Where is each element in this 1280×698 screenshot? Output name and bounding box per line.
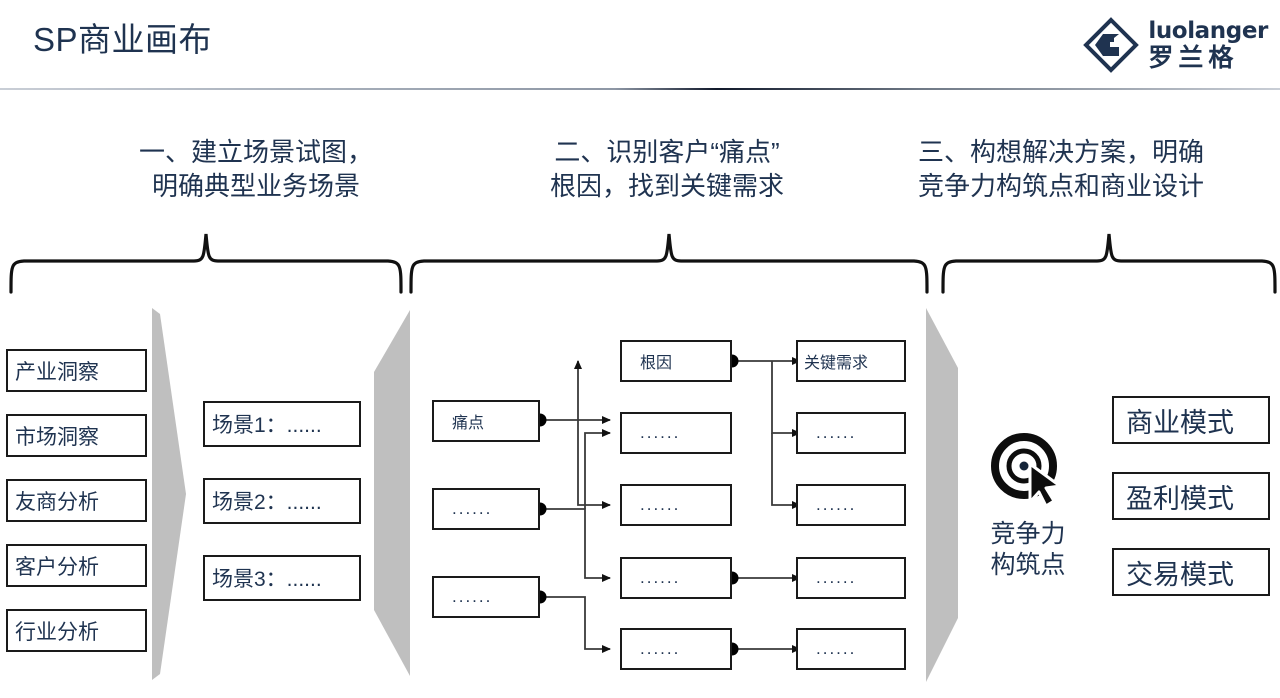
need-card-label: ...... — [816, 423, 857, 442]
model-card-2[interactable]: 交易模式 — [1112, 548, 1270, 596]
need-card-2[interactable]: ...... — [796, 484, 906, 526]
cause-card-4[interactable]: ...... — [620, 628, 732, 670]
need-card-3[interactable]: ...... — [796, 557, 906, 599]
cause-card-label: ...... — [640, 568, 681, 587]
diamond-g-logo-icon — [1083, 17, 1140, 73]
insight-card-label: 市场洞察 — [15, 425, 99, 449]
competitiveness-label: 竞争力 构筑点 — [990, 520, 1066, 579]
insight-card-label: 客户分析 — [15, 555, 99, 579]
painpoint-card-1[interactable]: ...... — [432, 488, 540, 530]
chevron-divider-two — [374, 310, 410, 676]
cause-card-2[interactable]: ...... — [620, 484, 732, 526]
scenario-card-label: 场景3：...... — [212, 568, 322, 591]
painpoint-card-label: ...... — [452, 499, 493, 518]
painpoint-card-label: 痛点 — [452, 415, 485, 432]
need-card-label: ...... — [816, 495, 857, 514]
insight-card-4[interactable]: 行业分析 — [6, 609, 147, 652]
painpoint-card-label: ...... — [452, 587, 493, 606]
insight-card-0[interactable]: 产业洞察 — [6, 349, 147, 392]
painpoint-card-0[interactable]: 痛点 — [432, 400, 540, 442]
need-card-label: ...... — [816, 639, 857, 658]
need-card-1[interactable]: ...... — [796, 412, 906, 454]
logo-text-en: luolanger — [1148, 17, 1268, 44]
chevron-divider-three — [926, 308, 958, 682]
cause-card-label: ...... — [640, 495, 681, 514]
brace-section-two — [409, 233, 929, 294]
scenario-card-1[interactable]: 场景2：...... — [203, 478, 361, 524]
insight-card-label: 行业分析 — [15, 620, 99, 644]
model-card-label: 盈利模式 — [1126, 483, 1234, 514]
scenario-card-label: 场景1：...... — [212, 414, 322, 437]
brand-logo: luolanger 罗兰格 — [1083, 14, 1268, 76]
section-heading-one: 一、建立场景试图， 明确典型业务场景 — [138, 137, 373, 201]
chevron-divider-one — [152, 308, 186, 680]
logo-text-cn: 罗兰格 — [1148, 43, 1239, 72]
target-cursor-icon — [991, 433, 1062, 508]
insight-card-2[interactable]: 友商分析 — [6, 479, 147, 522]
need-card-4[interactable]: ...... — [796, 628, 906, 670]
brace-section-three — [941, 233, 1277, 294]
need-card-label: 关键需求 — [804, 355, 869, 372]
insight-card-label: 友商分析 — [15, 490, 99, 514]
model-card-1[interactable]: 盈利模式 — [1112, 472, 1270, 520]
model-card-0[interactable]: 商业模式 — [1112, 396, 1270, 444]
page-title: SP商业画布 — [33, 21, 213, 58]
cause-card-3[interactable]: ...... — [620, 557, 732, 599]
scenario-card-0[interactable]: 场景1：...... — [203, 401, 361, 447]
insight-card-1[interactable]: 市场洞察 — [6, 414, 147, 457]
competitiveness-block: 竞争力 构筑点 — [968, 430, 1088, 581]
insight-card-label: 产业洞察 — [15, 360, 99, 384]
cause-card-label: 根因 — [640, 355, 673, 372]
header-divider — [0, 88, 1280, 90]
need-card-label: ...... — [816, 568, 857, 587]
cause-card-1[interactable]: ...... — [620, 412, 732, 454]
section-heading-three: 三、构想解决方案，明确 竞争力构筑点和商业设计 — [918, 137, 1205, 201]
model-card-label: 交易模式 — [1126, 559, 1234, 590]
cause-card-label: ...... — [640, 423, 681, 442]
need-card-0[interactable]: 关键需求 — [796, 340, 906, 382]
model-card-label: 商业模式 — [1126, 407, 1234, 438]
insight-card-3[interactable]: 客户分析 — [6, 544, 147, 587]
scenario-card-2[interactable]: 场景3：...... — [203, 555, 361, 601]
cause-card-0[interactable]: 根因 — [620, 340, 732, 382]
painpoint-card-2[interactable]: ...... — [432, 576, 540, 618]
cause-card-label: ...... — [640, 639, 681, 658]
brace-section-one — [9, 233, 403, 294]
section-heading-two: 二、识别客户“痛点” 根因，找到关键需求 — [549, 137, 784, 201]
scenario-card-label: 场景2：...... — [212, 491, 322, 514]
